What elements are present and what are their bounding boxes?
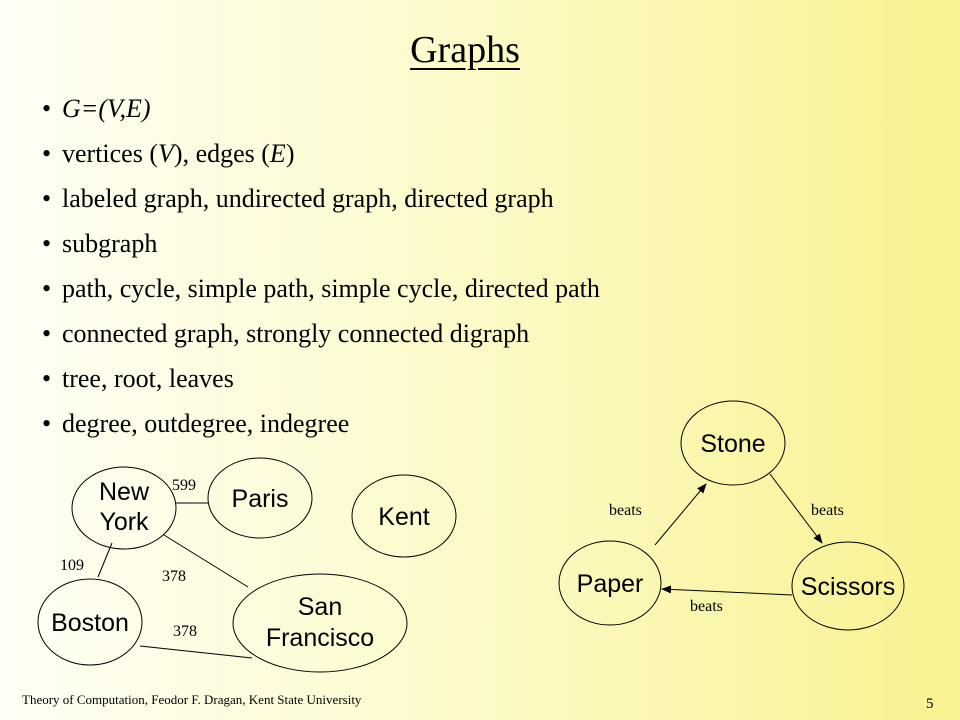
bullet-text: E	[269, 139, 286, 168]
bullet-text: path, cycle, simple path, simple cycle, …	[62, 274, 600, 303]
bullet-text: subgraph	[62, 229, 158, 258]
node-paper	[558, 540, 662, 626]
node-label-boston: Boston	[51, 609, 129, 637]
bullet-item: • subgraph	[42, 227, 600, 261]
slide-title: Graphs	[410, 29, 520, 71]
bullet-dot: •	[42, 139, 52, 168]
edge-label-paper-stone: beats	[609, 502, 642, 519]
bullet-dot: •	[42, 274, 52, 303]
edge-newyork-boston	[97, 542, 113, 578]
bullet-item: • labeled graph, undirected graph, direct…	[42, 182, 600, 216]
bullet-item: • path, cycle, simple path, simple cycle,…	[42, 272, 600, 306]
bullet-text: )	[285, 139, 295, 168]
node-paris	[207, 457, 313, 539]
node-new-york	[71, 466, 177, 550]
node-label-scissors: Scissors	[801, 573, 895, 601]
bullet-list: • G=(V,E) • vertices (V), edges (E) • labeled…	[42, 92, 600, 452]
edge-label-scissors-paper: beats	[690, 598, 723, 615]
bullet-text: ), edges (	[173, 139, 270, 168]
bullet-text: labeled graph, undirected graph, directe…	[62, 184, 554, 213]
node-label-paper: Paper	[577, 570, 644, 598]
edge-weight-boston-sanfrancisco: 378	[173, 623, 197, 640]
node-scissors	[791, 541, 905, 631]
page-number: 5	[926, 696, 934, 712]
node-label-stone: Stone	[700, 430, 765, 458]
bullet-dot: •	[42, 409, 52, 438]
node-stone	[680, 400, 786, 486]
bullet-text: tree, root, leaves	[62, 364, 234, 393]
node-kent	[351, 474, 457, 558]
edge-weight-newyork-paris: 599	[172, 477, 196, 494]
city-graph-edges	[97, 502, 253, 659]
bullet-dot: •	[42, 364, 52, 393]
bullet-item: • tree, root, leaves	[42, 362, 600, 396]
bullet-item: • degree, outdegree, indegree	[42, 407, 600, 441]
edge-weight-newyork-sanfrancisco: 378	[162, 568, 186, 585]
bullet-dot: •	[42, 319, 52, 348]
bullet-item: • connected graph, strongly connected dig…	[42, 317, 600, 351]
arrow-stone-to-scissors	[769, 473, 823, 544]
bullet-dot: •	[42, 229, 52, 258]
bullet-item: • vertices (V), edges (E)	[42, 137, 600, 171]
footer-credit: Theory of Computation, Feodor F. Dragan,…	[22, 692, 362, 707]
bullet-text: G=(V,E)	[62, 94, 151, 123]
bullet-text: V	[158, 139, 174, 168]
edge-weight-newyork-boston: 109	[60, 557, 84, 574]
node-label-paris: Paris	[232, 485, 289, 513]
edge-boston-sanfrancisco	[139, 645, 253, 659]
node-san-francisco	[232, 573, 408, 673]
node-label-kent: Kent	[378, 503, 429, 531]
arrow-scissors-to-paper	[661, 585, 793, 596]
bullet-text: degree, outdegree, indegree	[62, 409, 350, 438]
bullet-dot: •	[42, 184, 52, 213]
edge-label-stone-scissors: beats	[811, 502, 844, 519]
bullet-text: connected graph, strongly connected digr…	[62, 319, 530, 348]
bullet-text: vertices (	[62, 139, 159, 168]
node-boston	[37, 578, 143, 666]
bullet-item: • G=(V,E)	[42, 92, 600, 126]
edge-newyork-sanfrancisco	[163, 534, 249, 588]
arrow-paper-to-stone	[654, 483, 707, 546]
bullet-dot: •	[42, 94, 52, 123]
